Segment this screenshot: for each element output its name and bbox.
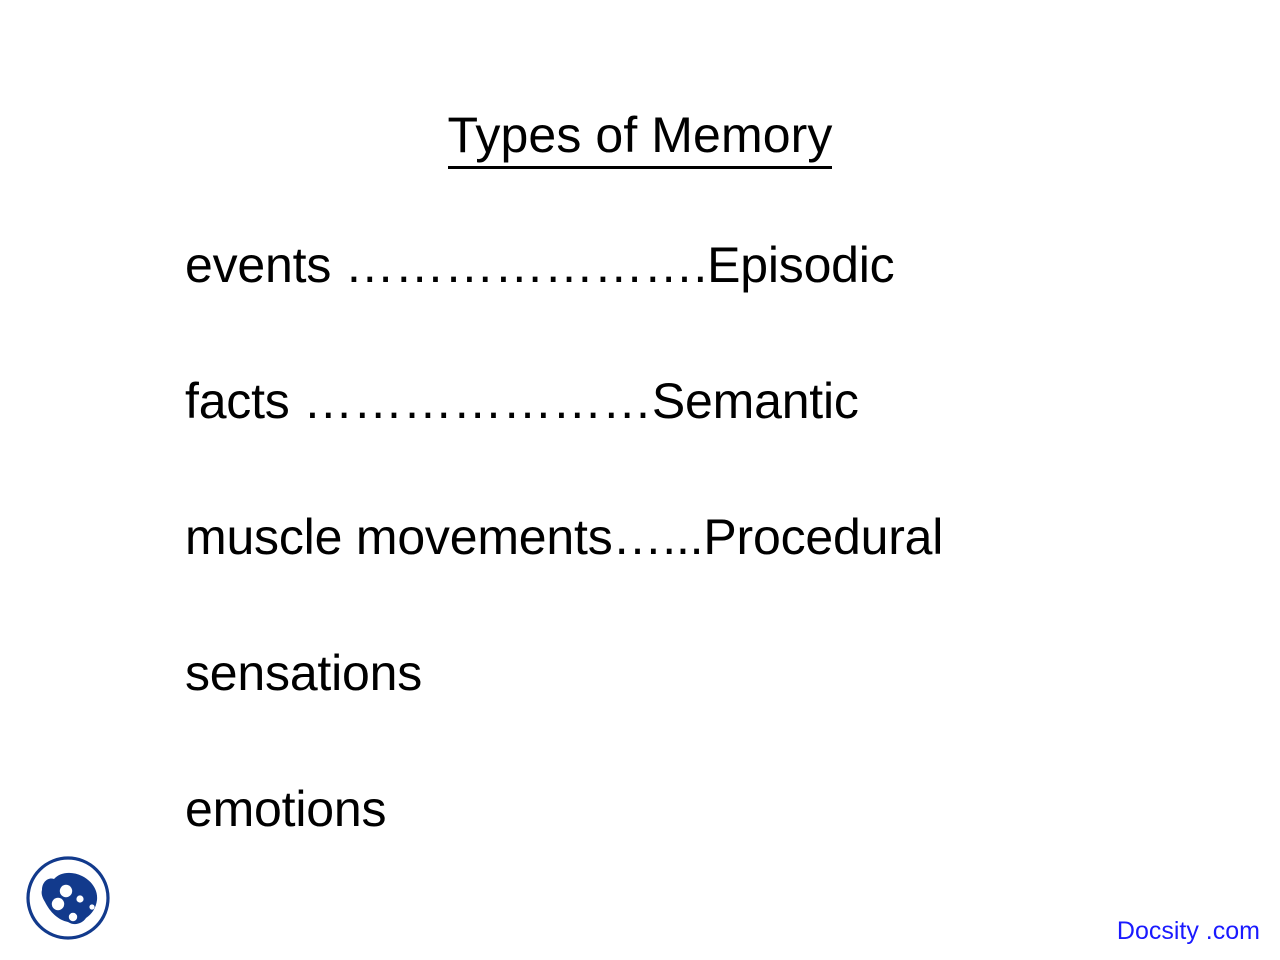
list-item: events ………………….Episodic (185, 237, 895, 293)
list-item: muscle movements…...Procedural (185, 509, 944, 565)
list-item: facts …………………Semantic (185, 373, 859, 429)
docsity-logo-icon (22, 852, 114, 944)
memory-types-list: events ………………….Episodic facts …………………Sem… (185, 240, 1205, 834)
list-item: emotions (185, 781, 387, 837)
list-item: sensations (185, 645, 423, 701)
docsity-wordmark: Docsity .com (1116, 917, 1260, 945)
page-title-text: Types of Memory (447, 108, 833, 169)
page-title: Types of Memory (0, 108, 1280, 169)
